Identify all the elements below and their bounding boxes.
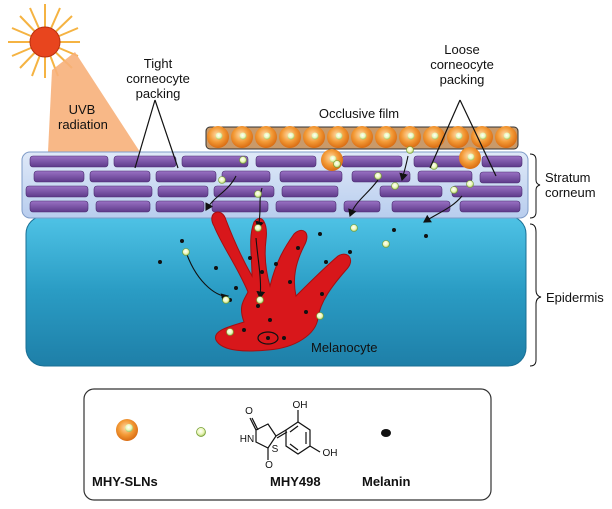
sln-core [263, 132, 271, 140]
legend-mhy498-icon [196, 427, 206, 437]
sln-core [311, 132, 319, 140]
chem-atom-oh-top: OH [292, 400, 308, 411]
tight-label-line3: packing [135, 86, 181, 101]
sln-core [215, 132, 223, 140]
chem-atom-o-bottom: O [265, 460, 273, 471]
sln-core [407, 132, 415, 140]
mhy498-particles [182, 146, 474, 336]
uvb-label-line1: UVB [68, 102, 96, 117]
melanocyte-label: Melanocyte [311, 340, 378, 355]
sln-core [503, 132, 511, 140]
sln-particles [207, 126, 517, 171]
melanocyte-cell [211, 211, 351, 352]
transport-arrows [185, 155, 463, 302]
sln-core [383, 132, 391, 140]
uvb-beam [48, 52, 140, 152]
legend-sln-icon [116, 419, 138, 441]
chem-atom-s: S [271, 444, 279, 455]
legend-mhy-slns-label: MHY-SLNs [92, 474, 158, 489]
legend-box [83, 388, 492, 501]
melanocyte-nucleus [257, 331, 279, 345]
sln-core [329, 155, 337, 163]
uvb-label-line2: radiation [58, 117, 108, 132]
loose-label-line3: packing [439, 72, 485, 87]
tight-label-line1: Tight [143, 56, 173, 71]
loose-label-line1: Loose [444, 42, 480, 57]
epidermis-brace [529, 223, 542, 367]
mhy498-structure [249, 410, 321, 460]
tight-label-line2: corneocyte [126, 71, 190, 86]
chem-atom-oh-bottom: OH [322, 448, 338, 459]
tight-packing-label: Tight corneocyte packing [118, 56, 198, 101]
uvb-label: UVB radiation [58, 102, 108, 132]
sln-core [335, 132, 343, 140]
label-pointers [134, 99, 497, 177]
stratum-label-line2: corneum [545, 185, 596, 200]
stratum-corneum-label: Stratum corneum [545, 170, 609, 200]
legend-melanin-label: Melanin [362, 474, 411, 489]
chem-atom-o-top: O [245, 406, 253, 417]
chem-atom-hn: HN [239, 434, 255, 445]
epidermis-label: Epidermis [546, 290, 604, 305]
sln-core [239, 132, 247, 140]
sln-core [479, 132, 487, 140]
sln-core [287, 132, 295, 140]
corneocytes [25, 155, 523, 213]
legend-mhy498-label: MHY498 [270, 474, 321, 489]
legend-melanin-icon [381, 429, 391, 437]
sun-icon [8, 4, 80, 78]
sln-core [359, 132, 367, 140]
stratum-label-line1: Stratum [545, 170, 591, 185]
sln-core [455, 132, 463, 140]
sln-core [467, 153, 475, 161]
loose-label-line2: corneocyte [430, 57, 494, 72]
loose-packing-label: Loose corneocyte packing [422, 42, 502, 87]
occlusive-film-label: Occlusive film [318, 106, 400, 121]
stratum-brace [529, 153, 541, 219]
sln-core [431, 132, 439, 140]
